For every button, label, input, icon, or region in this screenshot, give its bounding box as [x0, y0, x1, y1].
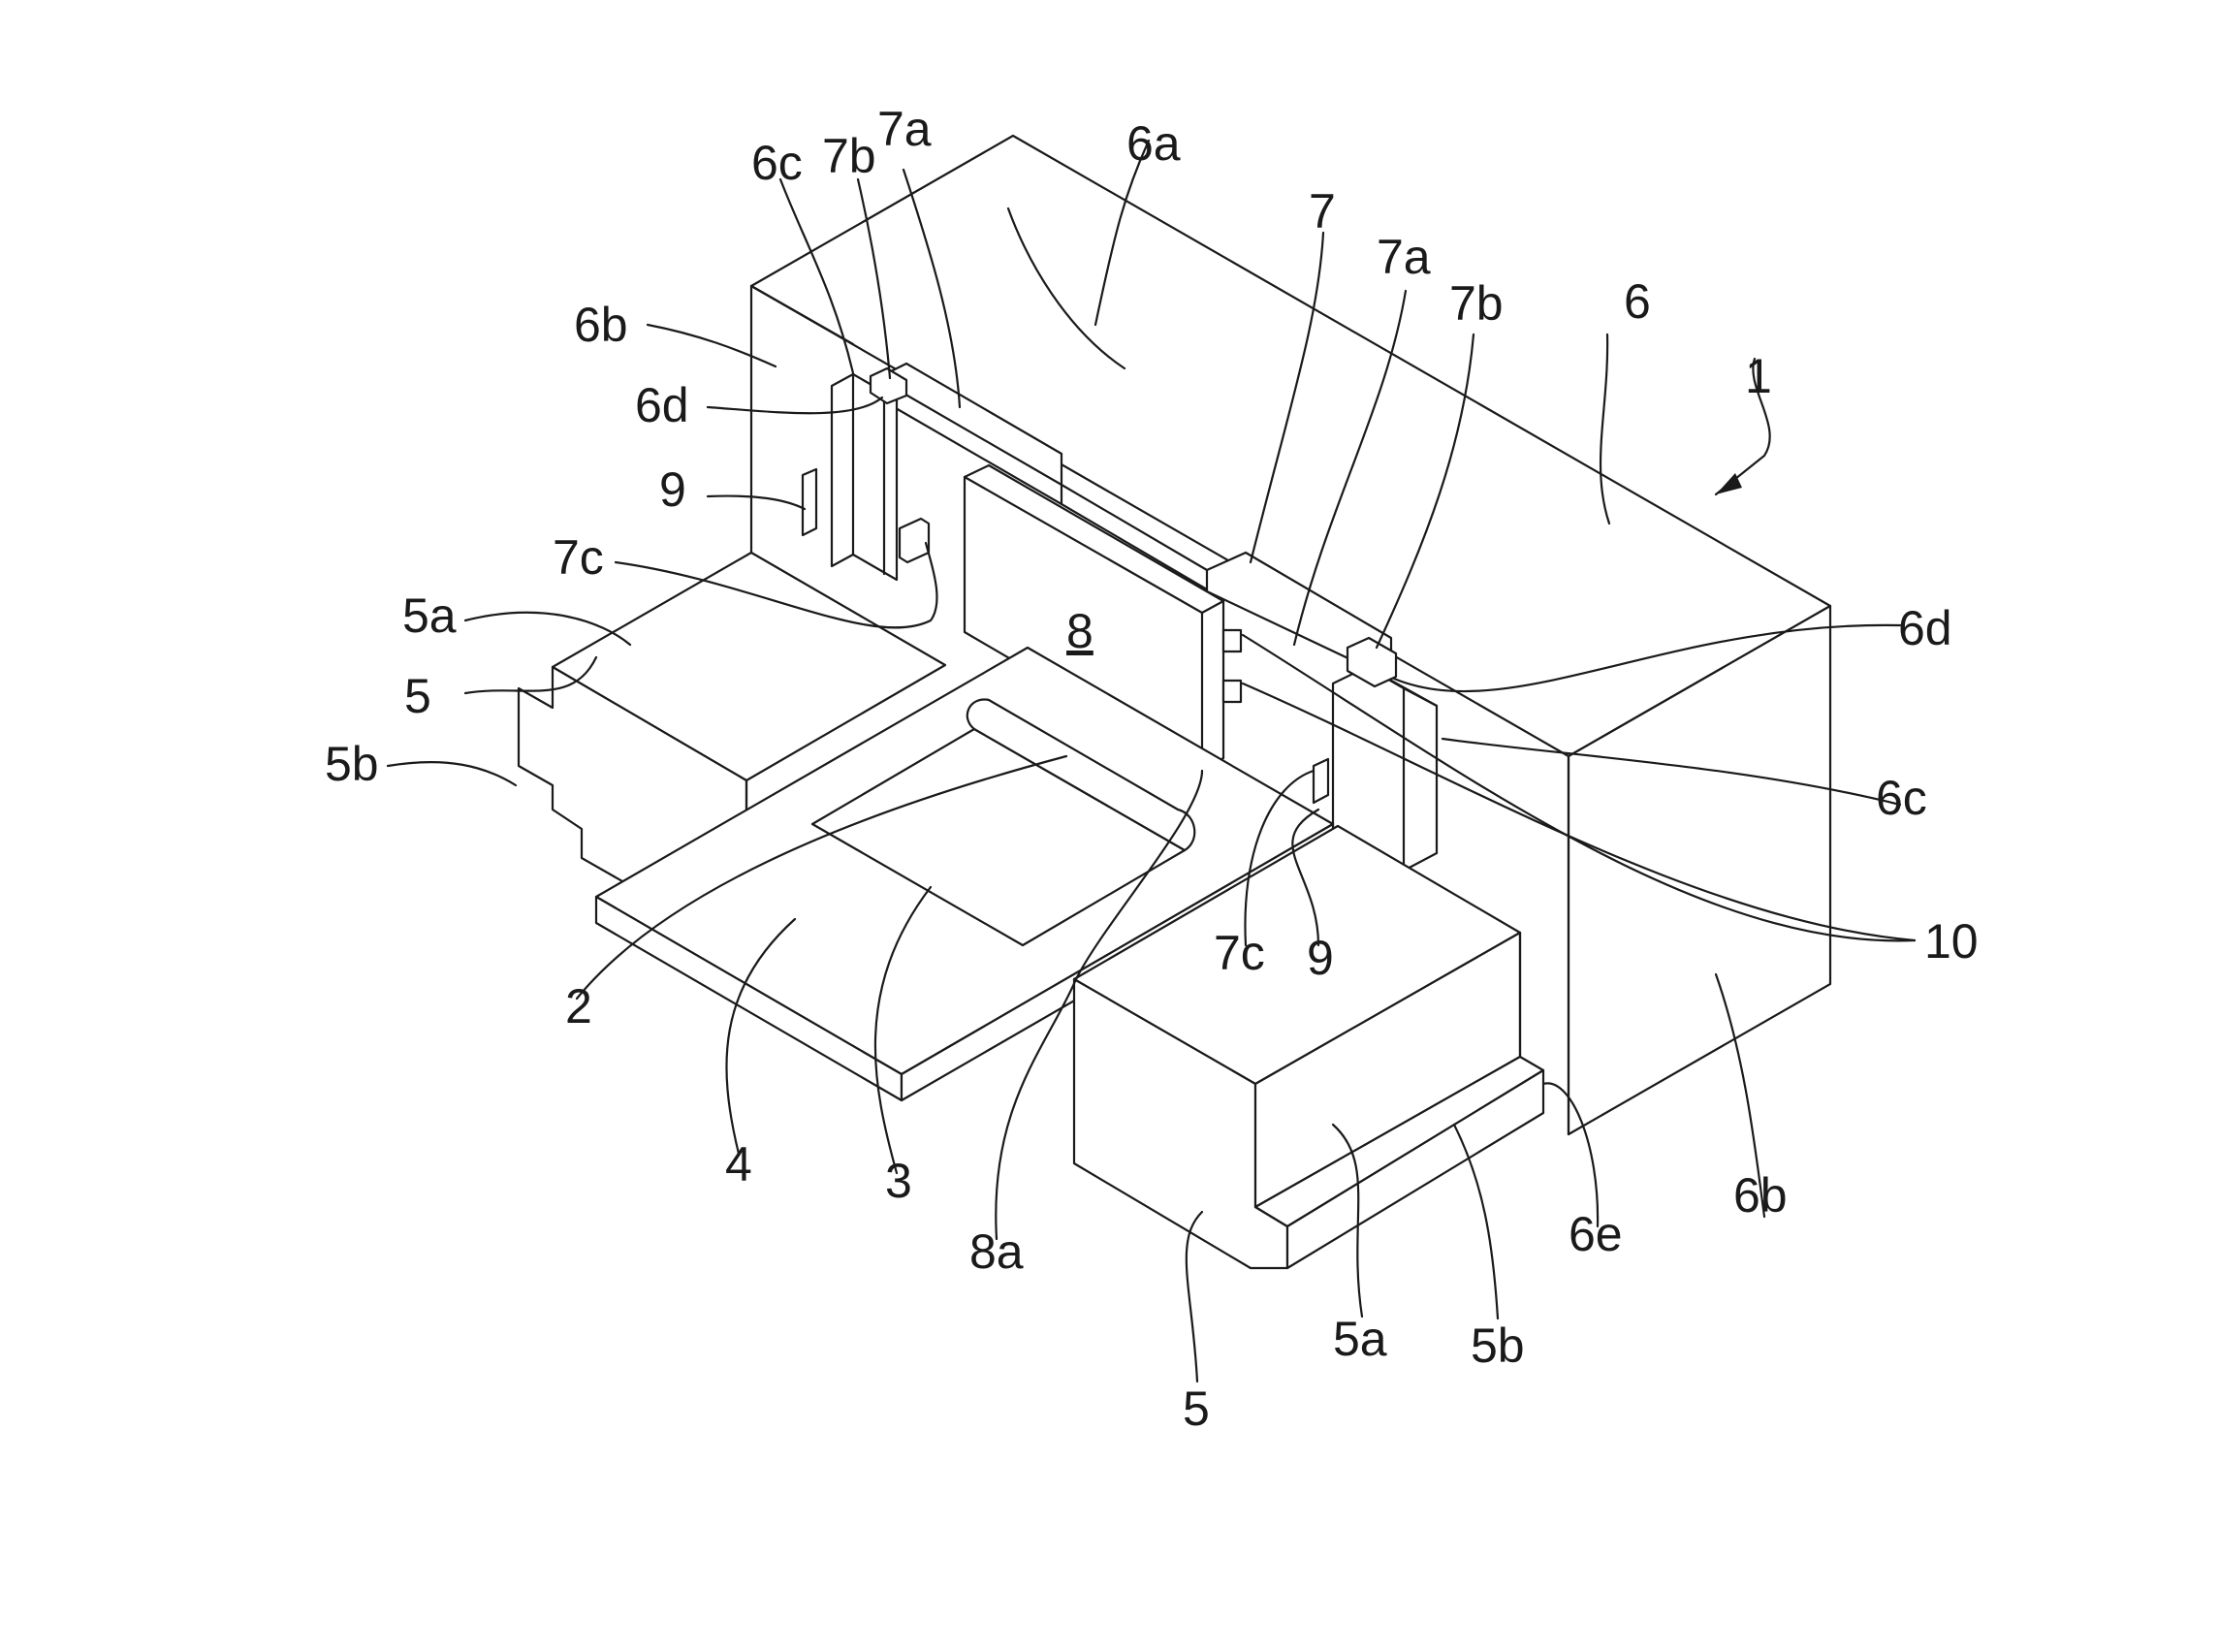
- label-9-left: 9: [659, 462, 686, 517]
- label-9-right: 9: [1307, 931, 1334, 985]
- label-7: 7: [1309, 184, 1336, 238]
- leader-6b-left: [648, 325, 776, 366]
- label-2: 2: [565, 979, 592, 1033]
- sensor-9-right: [1314, 759, 1328, 803]
- label-4: 4: [725, 1137, 752, 1191]
- label-6b-left: 6b: [574, 298, 628, 352]
- label-6c-left: 6c: [751, 136, 803, 190]
- label-6b-right: 6b: [1733, 1168, 1788, 1223]
- label-6c-right: 6c: [1876, 771, 1927, 825]
- label-6e: 6e: [1569, 1207, 1623, 1261]
- label-7a-right: 7a: [1377, 230, 1431, 284]
- leader-5b-left: [388, 762, 516, 785]
- label-8: 8: [1066, 604, 1094, 658]
- label-7b-right: 7b: [1449, 276, 1504, 331]
- label-7c-left: 7c: [553, 530, 604, 585]
- label-6d-left: 6d: [635, 378, 689, 432]
- leader-9-left: [708, 496, 805, 509]
- connector-10-a: [1223, 630, 1241, 651]
- label-3: 3: [885, 1154, 912, 1208]
- label-5-bottom: 5: [1183, 1382, 1210, 1436]
- label-8a: 8a: [969, 1224, 1024, 1279]
- label-6a: 6a: [1126, 116, 1181, 171]
- label-5-left: 5: [404, 669, 431, 723]
- label-7a-left: 7a: [877, 102, 932, 156]
- label-7c-right: 7c: [1214, 926, 1265, 980]
- label-5a-bottom: 5a: [1333, 1312, 1387, 1366]
- label-5b-left: 5b: [325, 737, 379, 791]
- label-6d-right: 6d: [1898, 601, 1952, 655]
- label-1: 1: [1745, 349, 1772, 403]
- column-left-6c: [832, 374, 897, 580]
- label-6: 6: [1624, 274, 1651, 329]
- sensor-7c-left: [900, 519, 929, 562]
- label-5a-left: 5a: [402, 588, 457, 643]
- label-10: 10: [1924, 914, 1979, 969]
- sensor-9-left: [803, 469, 816, 535]
- label-5b-bottom: 5b: [1471, 1318, 1525, 1373]
- connector-10-b: [1223, 681, 1241, 702]
- label-7b-left: 7b: [822, 129, 876, 183]
